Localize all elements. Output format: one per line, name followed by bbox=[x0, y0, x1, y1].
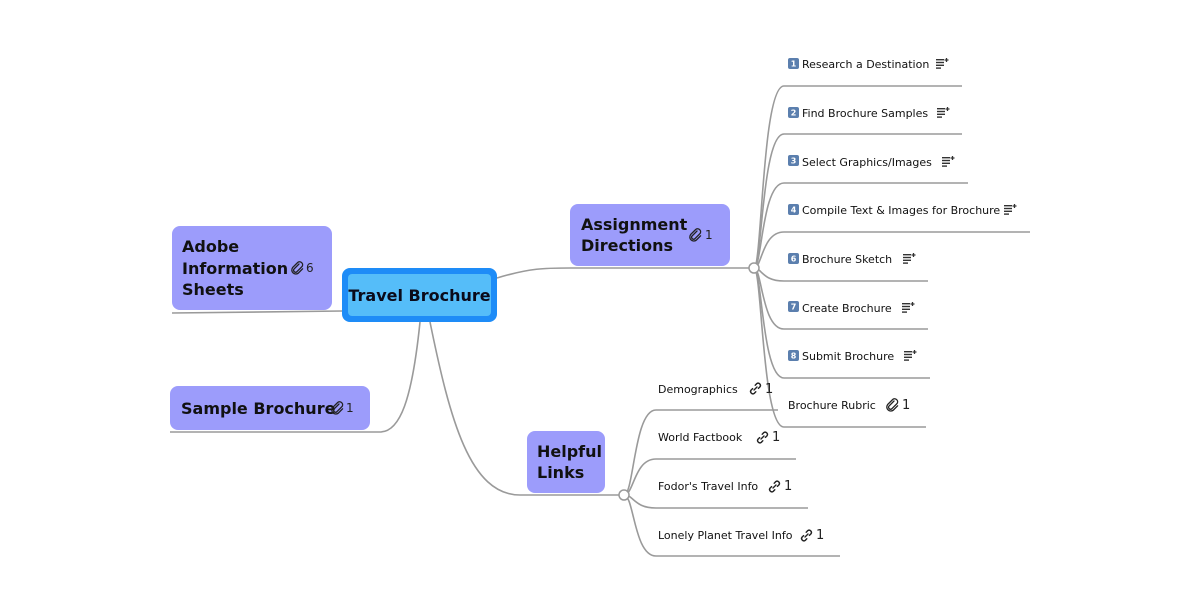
topic-label-line: Directions bbox=[581, 236, 673, 255]
connectors bbox=[170, 85, 1030, 557]
topic-label-line: Links bbox=[537, 463, 584, 482]
number-badge-icon bbox=[788, 350, 799, 361]
number-badge-label: 2 bbox=[791, 109, 797, 118]
step-select-graphics[interactable]: 3 Select Graphics/Images bbox=[788, 155, 956, 169]
link-icon[interactable] bbox=[756, 431, 769, 444]
connector-root-adobe bbox=[171, 310, 343, 314]
step-label: Brochure Sketch bbox=[802, 253, 892, 266]
number-badge-label: 3 bbox=[791, 157, 797, 166]
number-badge-label: 1 bbox=[791, 60, 797, 69]
note-add-icon[interactable] bbox=[901, 301, 916, 314]
connector-root-assignment bbox=[496, 267, 754, 279]
link-label: Lonely Planet Travel Info bbox=[658, 529, 793, 542]
assignment-steps: 1 Research a Destination 2 Find Brochure… bbox=[788, 57, 1018, 413]
link-world-factbook[interactable]: World Factbook 1 bbox=[658, 430, 780, 445]
step-research-destination[interactable]: 1 Research a Destination bbox=[788, 57, 950, 71]
note-add-icon[interactable] bbox=[936, 106, 951, 119]
attachment-count: 1 bbox=[346, 401, 354, 415]
step-label: Brochure Rubric bbox=[788, 399, 876, 412]
link-label: World Factbook bbox=[658, 431, 743, 444]
topic-label-line: Sample Brochure bbox=[181, 399, 336, 418]
topic-helpful-links[interactable]: Helpful Links bbox=[527, 431, 605, 493]
link-icon[interactable] bbox=[800, 529, 813, 542]
step-find-samples[interactable]: 2 Find Brochure Samples bbox=[788, 106, 951, 120]
link-count: 1 bbox=[784, 479, 792, 494]
step-label: Submit Brochure bbox=[802, 350, 894, 363]
step-compile-text-images[interactable]: 4 Compile Text & Images for Brochure bbox=[788, 203, 1018, 217]
topic-sample-brochure[interactable]: Sample Brochure 1 bbox=[170, 386, 370, 430]
connector-root-sample bbox=[170, 321, 421, 433]
root-topic[interactable]: Travel Brochure bbox=[342, 268, 497, 322]
attachment-count: 1 bbox=[902, 398, 910, 413]
number-badge-label: 8 bbox=[791, 352, 797, 361]
step-label: Create Brochure bbox=[802, 302, 892, 315]
number-badge-icon bbox=[788, 301, 799, 312]
topic-label-line: Assignment bbox=[581, 215, 688, 234]
step-label: Research a Destination bbox=[802, 58, 929, 71]
number-badge-label: 6 bbox=[791, 255, 797, 264]
step-label: Find Brochure Samples bbox=[802, 107, 928, 120]
link-count: 1 bbox=[765, 382, 773, 397]
topic-assignment-directions[interactable]: Assignment Directions 1 bbox=[570, 204, 730, 266]
link-icon[interactable] bbox=[749, 382, 762, 395]
step-brochure-sketch[interactable]: 6 Brochure Sketch bbox=[788, 252, 917, 266]
assignment-collapse-toggle[interactable] bbox=[748, 262, 760, 274]
note-add-icon[interactable] bbox=[902, 252, 917, 265]
number-badge-icon bbox=[788, 253, 799, 264]
link-label: Demographics bbox=[658, 383, 738, 396]
attachment-count: 6 bbox=[306, 261, 314, 275]
step-brochure-rubric[interactable]: Brochure Rubric 1 bbox=[788, 398, 910, 413]
link-fodors-travel[interactable]: Fodor's Travel Info 1 bbox=[658, 479, 792, 494]
attachment-count: 1 bbox=[705, 228, 713, 242]
root-topic-label: Travel Brochure bbox=[348, 286, 490, 305]
step-submit-brochure[interactable]: 8 Submit Brochure bbox=[788, 349, 918, 363]
link-icon[interactable] bbox=[768, 480, 781, 493]
number-badge-icon bbox=[788, 155, 799, 166]
number-badge-icon bbox=[788, 58, 799, 69]
link-count: 1 bbox=[772, 430, 780, 445]
helpful-link-list: Demographics 1 World Factbook 1 Fodor's … bbox=[658, 382, 824, 543]
note-add-icon[interactable] bbox=[903, 349, 918, 362]
step-label: Select Graphics/Images bbox=[802, 156, 932, 169]
paperclip-icon[interactable] bbox=[886, 398, 899, 412]
step-label: Compile Text & Images for Brochure bbox=[802, 204, 1000, 217]
note-add-icon[interactable] bbox=[935, 57, 950, 70]
topic-label-line: Information bbox=[182, 259, 288, 278]
topic-label-line: Sheets bbox=[182, 280, 244, 299]
number-badge-icon bbox=[788, 107, 799, 118]
note-add-icon[interactable] bbox=[1003, 203, 1018, 216]
link-demographics[interactable]: Demographics 1 bbox=[658, 382, 773, 397]
connector-root-helpful bbox=[429, 321, 624, 496]
step-create-brochure[interactable]: 7 Create Brochure bbox=[788, 301, 916, 315]
topic-label-line: Helpful bbox=[537, 442, 602, 461]
link-lonely-planet[interactable]: Lonely Planet Travel Info 1 bbox=[658, 528, 824, 543]
number-badge-icon bbox=[788, 204, 799, 215]
topic-label-line: Adobe bbox=[182, 237, 239, 256]
number-badge-label: 4 bbox=[791, 206, 797, 215]
link-count: 1 bbox=[816, 528, 824, 543]
link-label: Fodor's Travel Info bbox=[658, 480, 758, 493]
note-add-icon[interactable] bbox=[941, 155, 956, 168]
number-badge-label: 7 bbox=[791, 303, 797, 312]
helpful-collapse-toggle[interactable] bbox=[618, 489, 630, 501]
topic-adobe-information-sheets[interactable]: Adobe Information Sheets 6 bbox=[172, 226, 332, 310]
